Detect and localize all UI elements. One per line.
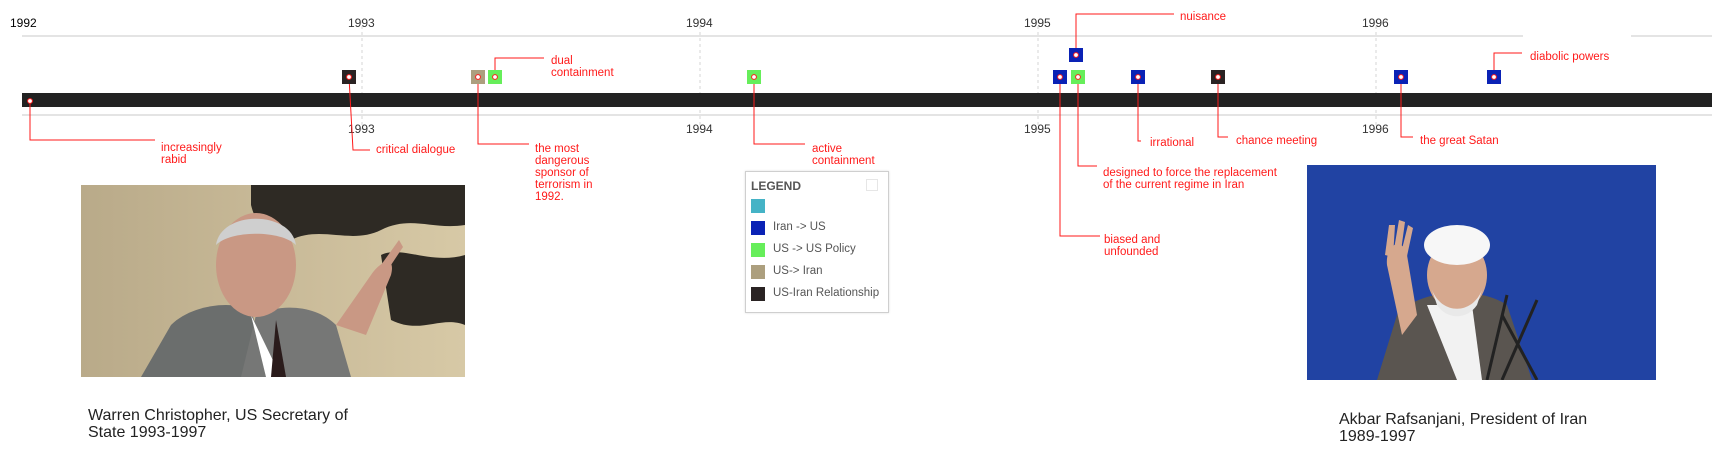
legend-swatch (751, 265, 765, 279)
event-great-satan[interactable]: the great Satan (1394, 70, 1499, 147)
event-dot (751, 74, 757, 80)
legend-label: Iran -> US (773, 221, 826, 233)
event-dot (1491, 74, 1497, 80)
rafsanjani-photo (1307, 165, 1656, 380)
legend-label: US -> US Policy (773, 243, 856, 255)
event-leader-line (1077, 77, 1097, 167)
rafsanjani-caption: Akbar Rafsanjani, President of Iran 1989… (1339, 411, 1588, 445)
year-label-top-1995: 1995 (1024, 16, 1051, 30)
event-leader-line (1493, 52, 1522, 77)
event-leader-line (348, 76, 370, 151)
legend-swatch (751, 287, 765, 301)
event-dot (492, 74, 498, 80)
legend-checkbox[interactable] (866, 179, 878, 191)
legend-swatch (751, 243, 765, 257)
year-label-top-1996: 1996 (1362, 16, 1389, 30)
event-leader-line (1400, 77, 1413, 138)
event-diabolic-powers[interactable]: diabolic powers (1487, 51, 1610, 84)
event-label: the great Satan (1420, 135, 1499, 147)
event-irrational[interactable]: irrational (1131, 70, 1194, 149)
event-leader-line (477, 77, 529, 145)
event-leader-line (753, 77, 805, 145)
event-critical-dialogue[interactable]: critical dialogue (342, 70, 455, 156)
year-label-bottom-1995: 1995 (1024, 122, 1051, 136)
legend-label: US-> Iran (773, 265, 823, 277)
christopher-photo-image (81, 185, 465, 377)
event-dot (346, 74, 352, 80)
event-dot (1215, 74, 1221, 80)
legend: LEGEND Iran -> US US -> US Policy US-> I… (745, 171, 889, 313)
event-leader-line (1075, 13, 1174, 55)
event-dot (1398, 74, 1404, 80)
legend-swatch (751, 199, 765, 213)
event-dot (1075, 74, 1081, 80)
event-label: chance meeting (1236, 135, 1317, 147)
event-dot (27, 98, 33, 104)
event-label: irrational (1150, 137, 1194, 149)
event-leader-line (1059, 77, 1100, 237)
event-leader-line (1137, 77, 1141, 142)
year-label-bottom-1996: 1996 (1362, 122, 1389, 136)
legend-title: LEGEND (751, 179, 802, 193)
christopher-photo (81, 185, 465, 377)
event-chance-meeting[interactable]: chance meeting (1211, 70, 1317, 147)
event-dot (1057, 74, 1063, 80)
christopher-caption: Warren Christopher, US Secretary of Stat… (88, 407, 348, 441)
year-label-bottom-1993: 1993 (348, 122, 375, 136)
timeline-bar[interactable] (22, 93, 1712, 107)
year-label-top-1993: 1993 (348, 16, 375, 30)
event-dot (475, 74, 481, 80)
event-label: critical dialogue (376, 144, 455, 156)
year-label-bottom-1994: 1994 (686, 122, 713, 136)
event-label: nuisance (1180, 11, 1226, 23)
event-dot (1073, 52, 1079, 58)
rafsanjani-photo-image (1307, 165, 1656, 380)
event-leader-line (494, 57, 544, 77)
event-leader-line (1217, 77, 1228, 138)
year-label-top-1992: 1992 (10, 16, 37, 30)
event-nuisance[interactable]: nuisance (1069, 11, 1226, 62)
year-label-top-1994: 1994 (686, 16, 713, 30)
event-label: diabolic powers (1530, 51, 1610, 63)
event-leader-line (29, 101, 155, 141)
legend-label: US-Iran Relationship (773, 287, 880, 299)
legend-swatch (751, 221, 765, 235)
event-dot (1135, 74, 1141, 80)
